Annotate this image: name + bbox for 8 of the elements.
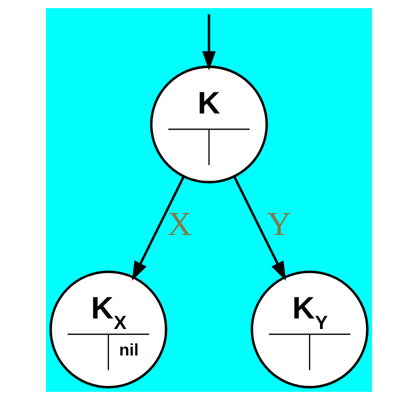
node-circle: K$_{X}$ nil <box>49 270 168 388</box>
node-circle: K$_{Y}$ <box>250 270 368 388</box>
edge-label: Y <box>266 206 292 244</box>
node-circle: K <box>150 66 268 184</box>
arrow <box>132 176 185 281</box>
arrow <box>202 14 216 70</box>
edge-label: X <box>168 206 192 244</box>
arrow <box>233 176 286 281</box>
